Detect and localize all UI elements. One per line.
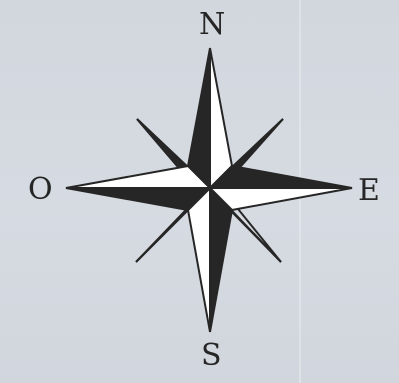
south-label: S	[201, 341, 222, 371]
point-south-dark	[210, 188, 232, 332]
north-label: N	[199, 10, 225, 40]
point-south-light	[188, 188, 210, 332]
point-west-dark	[66, 188, 210, 210]
point-west-light	[66, 166, 210, 188]
west-label: O	[28, 175, 53, 205]
east-label: E	[358, 176, 380, 206]
point-east-light	[210, 188, 352, 210]
point-north-dark	[188, 48, 210, 188]
point-east-dark	[210, 166, 352, 188]
cardinal-points	[66, 48, 352, 332]
point-north-light	[210, 48, 232, 188]
